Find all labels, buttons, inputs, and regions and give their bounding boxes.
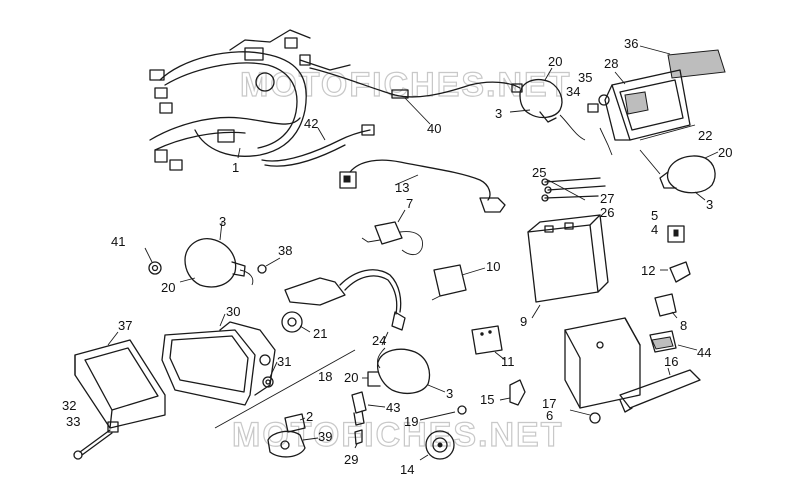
- main-wiring-harness: [149, 29, 351, 171]
- callout-17: 17: [542, 396, 556, 411]
- horn-14: [425, 430, 455, 460]
- nut-38: [257, 264, 267, 274]
- battery-tray-16: [564, 317, 701, 413]
- watermark-bottom: MOTOFICHES.NET: [232, 416, 564, 454]
- screw-31: [262, 376, 274, 388]
- headlight-30: [161, 321, 276, 406]
- callout-20-top: 20: [548, 54, 562, 69]
- callout-11: 11: [501, 354, 515, 369]
- switch-43: [351, 391, 367, 426]
- sensor-7: [361, 221, 423, 256]
- bulb-socket-21: [281, 269, 406, 333]
- callout-21: 21: [313, 326, 327, 341]
- callout-43: 43: [386, 400, 400, 415]
- cable-42: [261, 124, 375, 167]
- callout-15: 15: [480, 392, 494, 407]
- callout-37: 37: [118, 318, 132, 333]
- callout-10: 10: [486, 259, 500, 274]
- callout-12: 12: [641, 263, 655, 278]
- callout-22: 22: [698, 128, 712, 143]
- fuse-5-4: [667, 225, 685, 243]
- callout-20-right: 20: [718, 145, 732, 160]
- callout-25: 25: [532, 165, 546, 180]
- callout-44: 44: [697, 345, 711, 360]
- bulb-35-34: [587, 94, 613, 156]
- callout-29: 29: [344, 452, 358, 467]
- callout-16: 16: [664, 354, 678, 369]
- callout-3-right: 3: [706, 197, 713, 212]
- callout-41: 41: [111, 234, 125, 249]
- battery-9: [527, 214, 609, 303]
- sensor-29: [354, 429, 363, 445]
- module-11: [471, 325, 503, 355]
- callout-3-left: 3: [219, 214, 226, 229]
- callout-20-lower: 20: [344, 370, 358, 385]
- callout-27: 27: [600, 191, 614, 206]
- turn-signal-front-left: [519, 79, 586, 141]
- wire-24: [377, 347, 386, 369]
- callout-8: 8: [680, 318, 687, 333]
- callout-26: 26: [600, 205, 614, 220]
- callout-30: 30: [226, 304, 240, 319]
- lens-36: [667, 49, 726, 79]
- bulb-19: [457, 405, 467, 415]
- callout-42: 42: [304, 116, 318, 131]
- callout-39: 39: [318, 429, 332, 444]
- screw-41: [148, 261, 162, 275]
- callout-24: 24: [372, 333, 386, 348]
- callout-13: 13: [395, 180, 409, 195]
- callout-33: 33: [66, 414, 80, 429]
- callout-2: 2: [306, 409, 313, 424]
- callout-20-left: 20: [161, 280, 175, 295]
- switch-2: [284, 413, 306, 433]
- callout-7: 7: [406, 196, 413, 211]
- callout-6: 6: [546, 408, 553, 423]
- turn-signal-front-left-lower: [184, 238, 254, 288]
- cable-13: [339, 159, 506, 213]
- relay-8-44: [649, 293, 677, 353]
- callout-3-top: 3: [495, 106, 502, 121]
- callout-3-lower: 3: [446, 386, 453, 401]
- turn-signal-rear-right: [639, 149, 716, 194]
- clamp-39: [267, 430, 306, 458]
- callout-31: 31: [277, 354, 291, 369]
- relay-12: [669, 261, 691, 283]
- battery-cables: [541, 177, 606, 202]
- callout-36: 36: [624, 36, 638, 51]
- bolt-32-33: [73, 421, 119, 460]
- callout-5: 5: [651, 208, 658, 223]
- callout-38: 38: [278, 243, 292, 258]
- callout-18: 18: [318, 369, 332, 384]
- callout-14: 14: [400, 462, 414, 477]
- callout-35: 35: [578, 70, 592, 85]
- callout-19: 19: [404, 414, 418, 429]
- callout-40: 40: [427, 121, 441, 136]
- module-10: [431, 264, 467, 301]
- connector-15: [509, 379, 526, 406]
- headlight-frame-37: [74, 339, 166, 429]
- callout-28: 28: [604, 56, 618, 71]
- turn-signal-rear-left: [367, 348, 431, 395]
- bolt-17-6: [589, 412, 601, 424]
- callout-34: 34: [566, 84, 580, 99]
- tail-light-28: [604, 69, 691, 141]
- callout-9: 9: [520, 314, 527, 329]
- callout-1: 1: [232, 160, 239, 175]
- callout-32: 32: [62, 398, 76, 413]
- callout-4: 4: [651, 222, 658, 237]
